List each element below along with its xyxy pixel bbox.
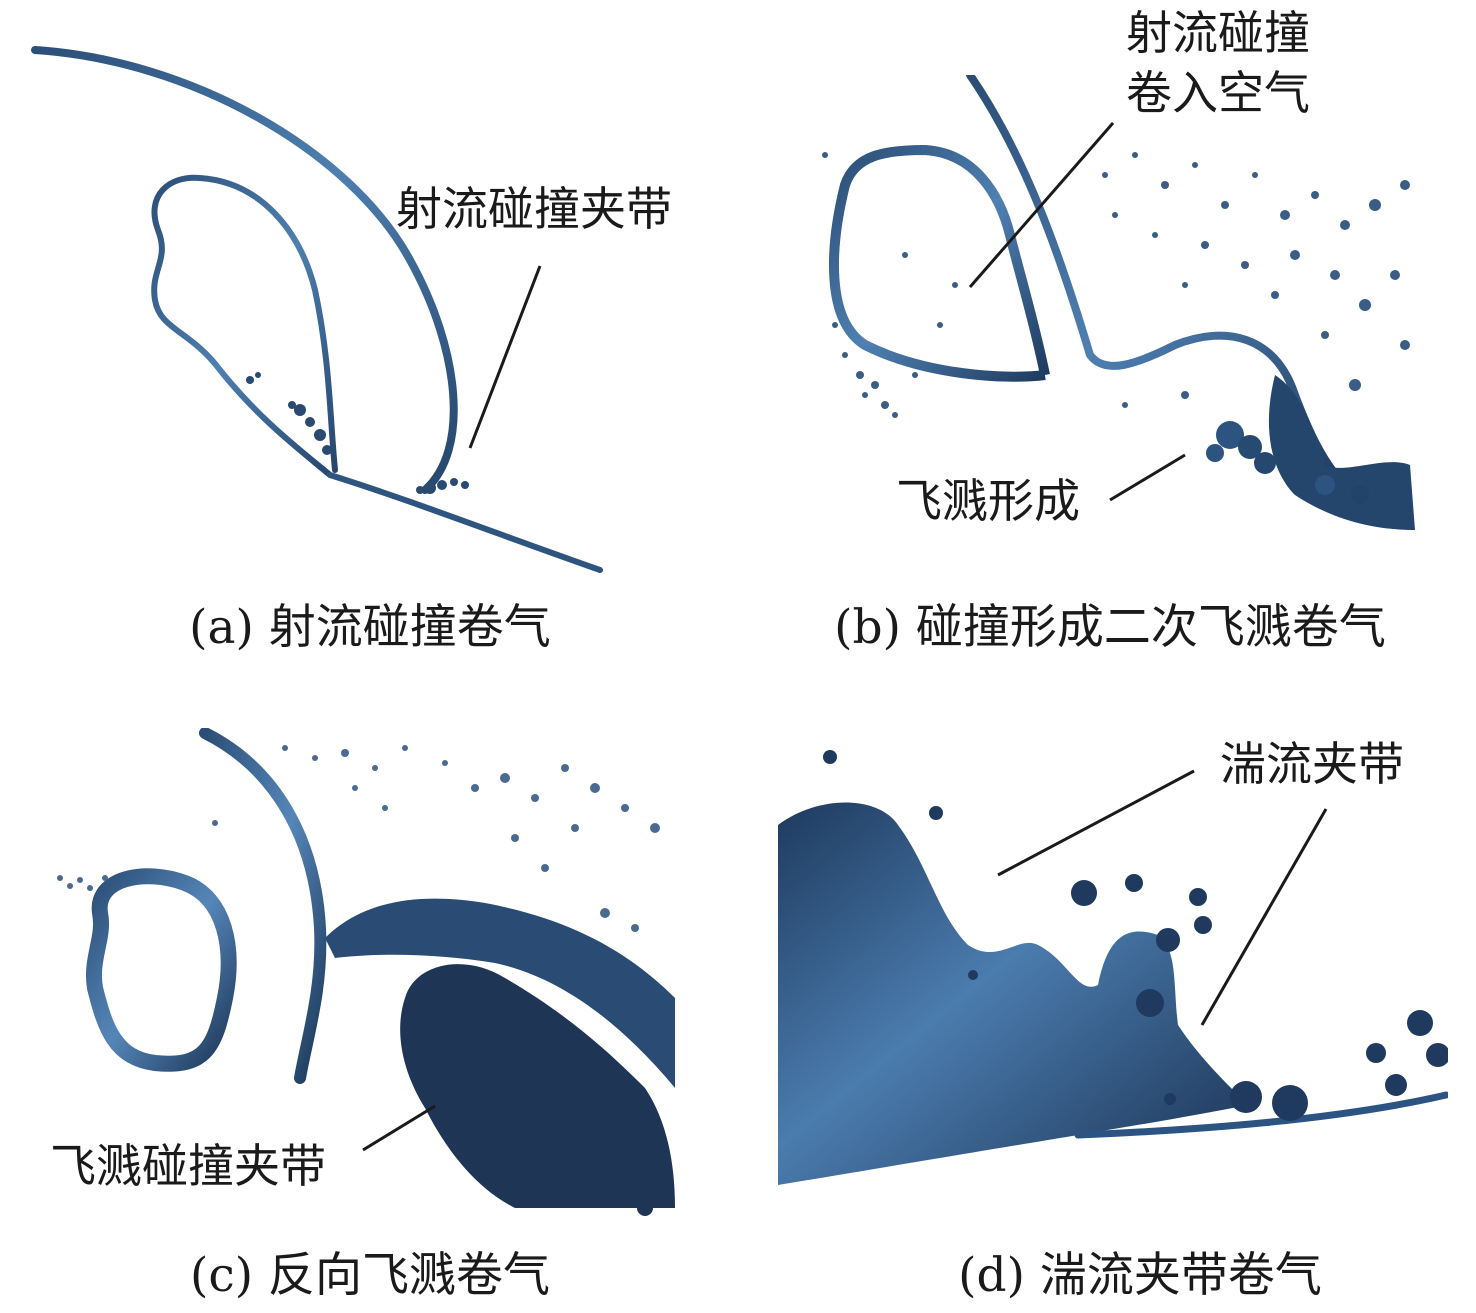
jet-loop: [828, 145, 1050, 382]
annotation-d: 湍流夹带: [1220, 737, 1404, 791]
splash-ring: [86, 868, 237, 1072]
caption-c: (c) 反向飞溅卷气: [190, 1248, 550, 1303]
leader-line-c: [362, 1104, 436, 1152]
leader-line-b-top: [968, 122, 1115, 288]
caption-a: (a) 射流碰撞卷气: [189, 600, 551, 655]
splash-blob: [400, 964, 675, 1208]
annotation-b-bottom: 飞溅形成: [896, 474, 1080, 528]
jet-inner-loop: [151, 174, 338, 478]
turbulent-mass: [778, 802, 1248, 1185]
panel-d-image: [778, 735, 1448, 1190]
annotation-a: 射流碰撞夹带: [396, 182, 672, 236]
annotation-c: 飞溅碰撞夹带: [50, 1139, 326, 1193]
panel-c-image: [45, 728, 680, 1223]
annotation-b-top-line1: 射流碰撞: [1126, 6, 1310, 60]
panel-a-image: [30, 30, 630, 575]
jet-outer-arc: [31, 46, 458, 494]
annotation-b-top-line2: 卷入空气: [1126, 66, 1310, 120]
leader-line-a: [468, 265, 542, 449]
turbulent-droplets: [823, 750, 1448, 1121]
leader-line-b-bottom: [1109, 453, 1186, 502]
impact-splash: [246, 372, 469, 494]
caption-b: (b) 碰撞形成二次飞溅卷气: [834, 600, 1386, 655]
wall-line: [327, 472, 603, 573]
splash-mass: [1206, 375, 1415, 530]
falling-jet: [199, 728, 327, 1084]
air-droplets: [57, 745, 660, 932]
air-droplets: [822, 152, 1410, 418]
caption-d: (d) 湍流夹带卷气: [958, 1248, 1322, 1303]
leader-line-d-left: [997, 769, 1195, 877]
wall-line: [1074, 1091, 1448, 1139]
leader-line-d-right: [1200, 808, 1328, 1026]
panel-b-image: [805, 75, 1420, 540]
reverse-splash-sheet: [325, 898, 675, 1088]
